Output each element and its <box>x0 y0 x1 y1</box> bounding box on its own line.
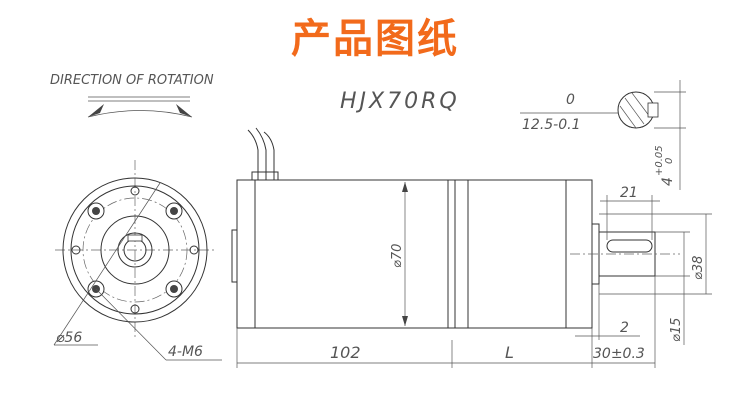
wire-grommet <box>251 171 279 181</box>
front-view: ⌀56 4-M6 <box>53 160 222 361</box>
rear-boss <box>231 229 238 283</box>
mount-hole-top-left-core <box>92 207 100 215</box>
gearbox-length-label: L <box>505 343 514 362</box>
rotation-arrow-right-icon <box>176 104 192 117</box>
tol-bottom-label: 12.5-0.1 <box>522 117 581 133</box>
length-dimensions: 102 L 30±0.3 2 <box>236 276 656 368</box>
hatch-3 <box>631 92 651 118</box>
gap-label: 2 <box>620 320 629 336</box>
shaft-key <box>606 239 653 253</box>
motor-body <box>236 179 456 329</box>
flat-cut <box>647 102 659 118</box>
pilot-circle <box>100 215 170 285</box>
side-view: ⌀70 <box>231 127 680 329</box>
screw-bottom <box>130 304 140 314</box>
mount-hole-bottom-right-core <box>170 285 178 293</box>
shaft-dia-label: ⌀15 <box>669 318 684 342</box>
screw-right <box>189 245 199 255</box>
mount-hole-top-right-core <box>170 207 178 215</box>
key-length-label: 21 <box>620 185 638 201</box>
mount-holes-leader <box>95 288 167 361</box>
flange-rim-circle <box>70 185 200 315</box>
body-dia-label: ⌀70 <box>390 244 405 268</box>
body-length-label: 102 <box>330 343 361 362</box>
screw-top <box>130 186 140 196</box>
wire-3 <box>263 131 275 180</box>
shaft-section-detail: 0 12.5-0.1 +0.05 0 4 <box>520 80 686 190</box>
tol-top-label: 0 <box>566 92 575 108</box>
direction-label: DIRECTION OF ROTATION <box>50 73 214 88</box>
right-diameters: ⌀38 ⌀15 <box>599 213 712 345</box>
outer-flange-circle <box>62 177 208 323</box>
key-length-dimension: 21 <box>600 185 660 240</box>
rotation-arc <box>87 110 193 118</box>
keyway-icon <box>127 234 143 242</box>
flange-dia-label: ⌀56 <box>56 330 82 346</box>
pilot-dia-label: ⌀38 <box>691 256 706 280</box>
model-label: HJX70RQ <box>340 89 460 114</box>
key-tol-top-label: +0.05 <box>654 145 665 176</box>
shaft-circle <box>117 232 153 268</box>
key-tol-mid-label: 0 <box>664 158 675 164</box>
body-dia-arrow-bottom-icon <box>402 316 408 326</box>
wire-2 <box>255 127 267 180</box>
key-width-label: 4 <box>660 177 676 186</box>
mount-holes-label: 4-M6 <box>168 344 203 360</box>
wire-1 <box>247 129 259 180</box>
hatch-1 <box>624 97 645 125</box>
bolt-circle <box>82 197 188 303</box>
body-dia-arrow-top-icon <box>402 182 408 192</box>
shaft-length-label: 30±0.3 <box>593 346 645 362</box>
rotation-arrow-left-icon <box>88 104 104 117</box>
hatch-2 <box>619 105 637 129</box>
screw-left <box>71 245 81 255</box>
flange-dia-leader <box>53 182 161 346</box>
page-title: 产品图纸 <box>291 16 459 62</box>
